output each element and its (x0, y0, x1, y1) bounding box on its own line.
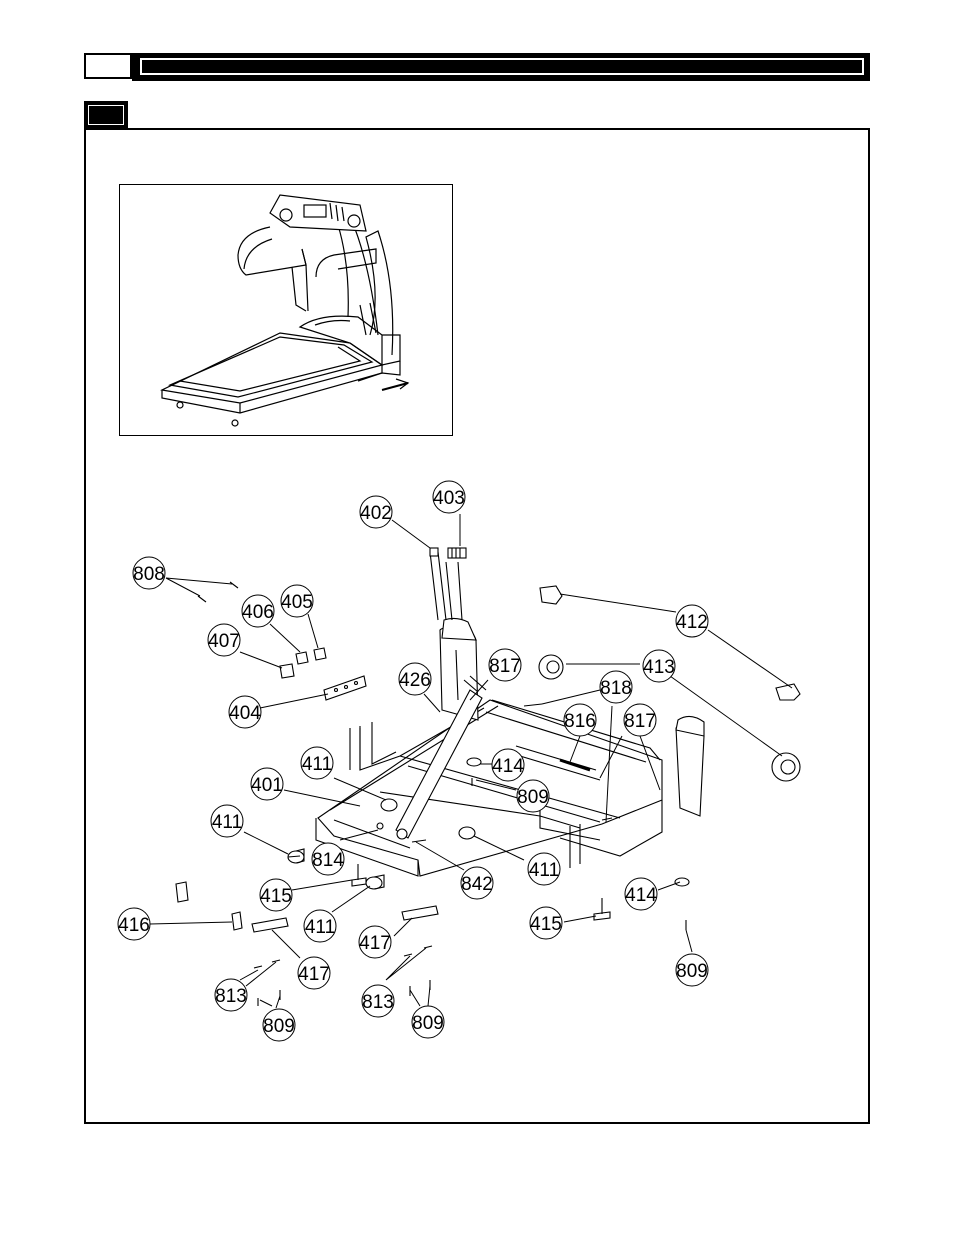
callout-415-left: 415 (260, 886, 292, 907)
callout-411-lower: 411 (305, 917, 335, 938)
callout-404: 404 (229, 703, 261, 724)
callout-411-left-circle (210, 804, 244, 838)
callout-413-circle (642, 649, 676, 683)
callout-809-right-circle (675, 953, 709, 987)
callout-414-upper: 414 (492, 756, 524, 777)
callout-406: 406 (242, 602, 274, 623)
callout-817-top-circle (488, 648, 522, 682)
callout-426-circle (398, 662, 432, 696)
treadmill-overview-drawing (160, 194, 410, 427)
diagram-frame (84, 128, 870, 1124)
callout-407: 407 (208, 631, 240, 652)
callout-407-circle (207, 623, 241, 657)
callout-401: 401 (251, 775, 283, 796)
callout-417-left: 417 (298, 964, 330, 985)
callout-809-bottom-circle (411, 1005, 445, 1039)
callout-414-right: 414 (625, 885, 657, 906)
callout-406-circle (241, 594, 275, 628)
callout-411-right: 411 (529, 860, 559, 881)
callout-403: 403 (433, 488, 465, 509)
callout-426: 426 (399, 670, 431, 691)
callout-816-circle (563, 703, 597, 737)
callout-401-circle (250, 767, 284, 801)
callout-813-center: 813 (362, 992, 394, 1013)
treadmill-overview-inset (119, 184, 453, 436)
callout-411-lower-circle (303, 909, 337, 943)
callout-404-circle (228, 695, 262, 729)
callout-816: 816 (564, 711, 596, 732)
callout-814: 814 (312, 850, 344, 871)
callout-416: 416 (118, 915, 150, 936)
callout-417-center: 417 (359, 933, 391, 954)
callout-817-right: 817 (624, 711, 656, 732)
callout-412-circle (675, 604, 709, 638)
section-tab (84, 101, 128, 129)
callout-405-circle (280, 584, 314, 618)
callout-817-right-circle (623, 703, 657, 737)
page-number-box (84, 53, 132, 79)
callout-402: 402 (360, 503, 392, 524)
callout-group: 402 403 808 405 406 407 412 817 413 426 … (117, 480, 709, 1042)
callout-417-center-circle (358, 925, 392, 959)
callout-808: 808 (133, 564, 165, 585)
callout-809-center: 809 (517, 787, 549, 808)
callout-842-circle (460, 866, 494, 900)
callout-813-left-circle (214, 978, 248, 1012)
callout-417-left-circle (297, 956, 331, 990)
callout-415-right-circle (529, 906, 563, 940)
callout-818: 818 (600, 678, 632, 699)
callout-808-circle (132, 556, 166, 590)
callout-413: 413 (643, 657, 675, 678)
callout-817-top: 817 (489, 656, 521, 677)
callout-411-upper: 411 (302, 754, 332, 775)
callout-411-right-circle (527, 852, 561, 886)
callout-809-left: 809 (263, 1016, 295, 1037)
callout-809-right: 809 (676, 961, 708, 982)
callout-813-center-circle (361, 984, 395, 1018)
callout-416-circle (117, 907, 151, 941)
callout-415-right: 415 (530, 914, 562, 935)
header-bar-inner-frame (140, 58, 864, 75)
callout-412: 412 (676, 612, 708, 633)
callout-415-left-circle (259, 878, 293, 912)
callout-814-circle (311, 842, 345, 876)
header-bar (132, 53, 870, 81)
section-tab-inner (88, 105, 124, 125)
callout-411-upper-circle (300, 746, 334, 780)
callout-809-center-circle (516, 779, 550, 813)
callout-403-circle (432, 480, 466, 514)
callout-818-circle (599, 670, 633, 704)
callout-809-left-circle (262, 1008, 296, 1042)
callout-402-circle (359, 495, 393, 529)
callout-842: 842 (461, 874, 493, 895)
callout-414-right-circle (624, 877, 658, 911)
callout-813-left: 813 (215, 986, 247, 1007)
callout-411-left: 411 (212, 812, 242, 833)
callout-809-bottom: 809 (412, 1013, 444, 1034)
callout-414-upper-circle (491, 748, 525, 782)
callout-405: 405 (281, 592, 313, 613)
